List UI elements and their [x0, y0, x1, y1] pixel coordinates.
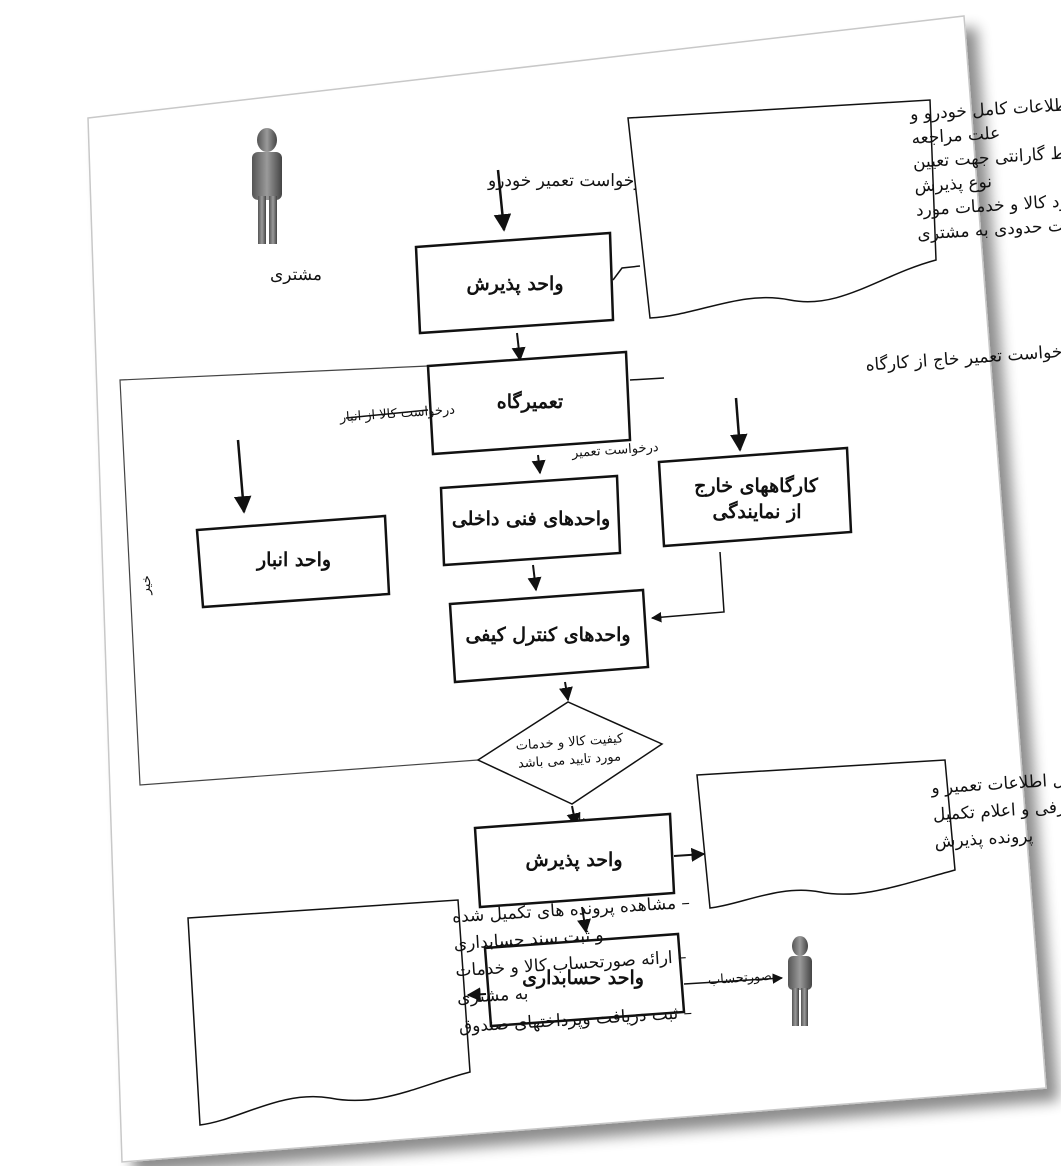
accounting-label: واحد حسابداری [522, 967, 644, 989]
accounting-box [483, 932, 686, 1028]
quality-decision-diamond [476, 701, 664, 805]
external-workshops-label-2: از نمایندگی [712, 500, 801, 523]
warehouse-label: واحد انبار [255, 549, 331, 571]
no-feedback-loop [119, 365, 479, 786]
accounting-notes-text: – مشاهده پرونده های تکمیل شده و ثبت سند … [452, 893, 693, 1037]
arrow-external-to-qc [650, 551, 725, 623]
repair-request-label: درخواست تعمیر خودرو [487, 171, 650, 191]
invoice-label: صورتحساب [708, 969, 773, 988]
arrow-to-internal-units [531, 454, 546, 475]
arrow-to-accounting-notes [466, 987, 487, 1002]
customer-actor-icon [252, 128, 282, 244]
reception-notes-connector [612, 265, 641, 281]
arrow-to-external-workshops [730, 397, 748, 452]
goods-request-connector [345, 409, 429, 419]
accounting-notes-document [187, 899, 471, 1126]
workshop-label: تعمیرگاه [497, 390, 563, 413]
external-workshops-label-1: کارگاههای خارج [694, 474, 819, 497]
arrow-to-warehouse [233, 439, 252, 514]
decision-line: مورد تایید می باشد [517, 749, 621, 771]
arrow-reception-to-accounting [577, 906, 591, 934]
quality-control-box [448, 588, 650, 684]
reception-unit-box [414, 231, 615, 335]
warehouse-box [195, 514, 391, 609]
customer-label: مشتری [270, 265, 322, 285]
reception-unit-2-box [473, 812, 676, 909]
arrow-qc-to-decision [559, 681, 573, 702]
arrow-internal-to-qc [527, 564, 542, 592]
repair-request-internal-label: درخواست تعمیر [570, 440, 659, 461]
no-label: خیر [138, 575, 154, 596]
customer-actor-bottom-icon [788, 936, 812, 1026]
arrow-request-to-reception [493, 169, 512, 232]
reception-unit-label: واحد پذیرش [466, 273, 563, 295]
arrow-invoice-to-customer [683, 973, 784, 985]
internal-units-box [439, 474, 622, 567]
accounting-note-line: به مشتری [457, 984, 529, 1008]
internal-units-label: واحدهای فنی داخلی [452, 508, 610, 530]
reception-unit-2-label: واحد پذیرش [525, 849, 622, 871]
reception-note-line: نوع پذیرش [914, 172, 993, 197]
workshop-box [426, 350, 632, 456]
quality-control-label: واحدهای کنترل کیفی [465, 624, 630, 646]
completion-notes-text: تکمیل اطلاعات تعمیر و کالای مصرفی و اعلا… [930, 768, 1061, 852]
completion-notes-document [696, 759, 956, 909]
reception-note-line: علت مراجعه [911, 123, 1001, 148]
reception-notes-document [627, 99, 937, 319]
external-request-connector [629, 377, 665, 381]
external-workshops-box [657, 446, 853, 548]
arrow-to-completion-notes [673, 847, 706, 862]
arrow-reception-to-workshop [511, 332, 526, 362]
